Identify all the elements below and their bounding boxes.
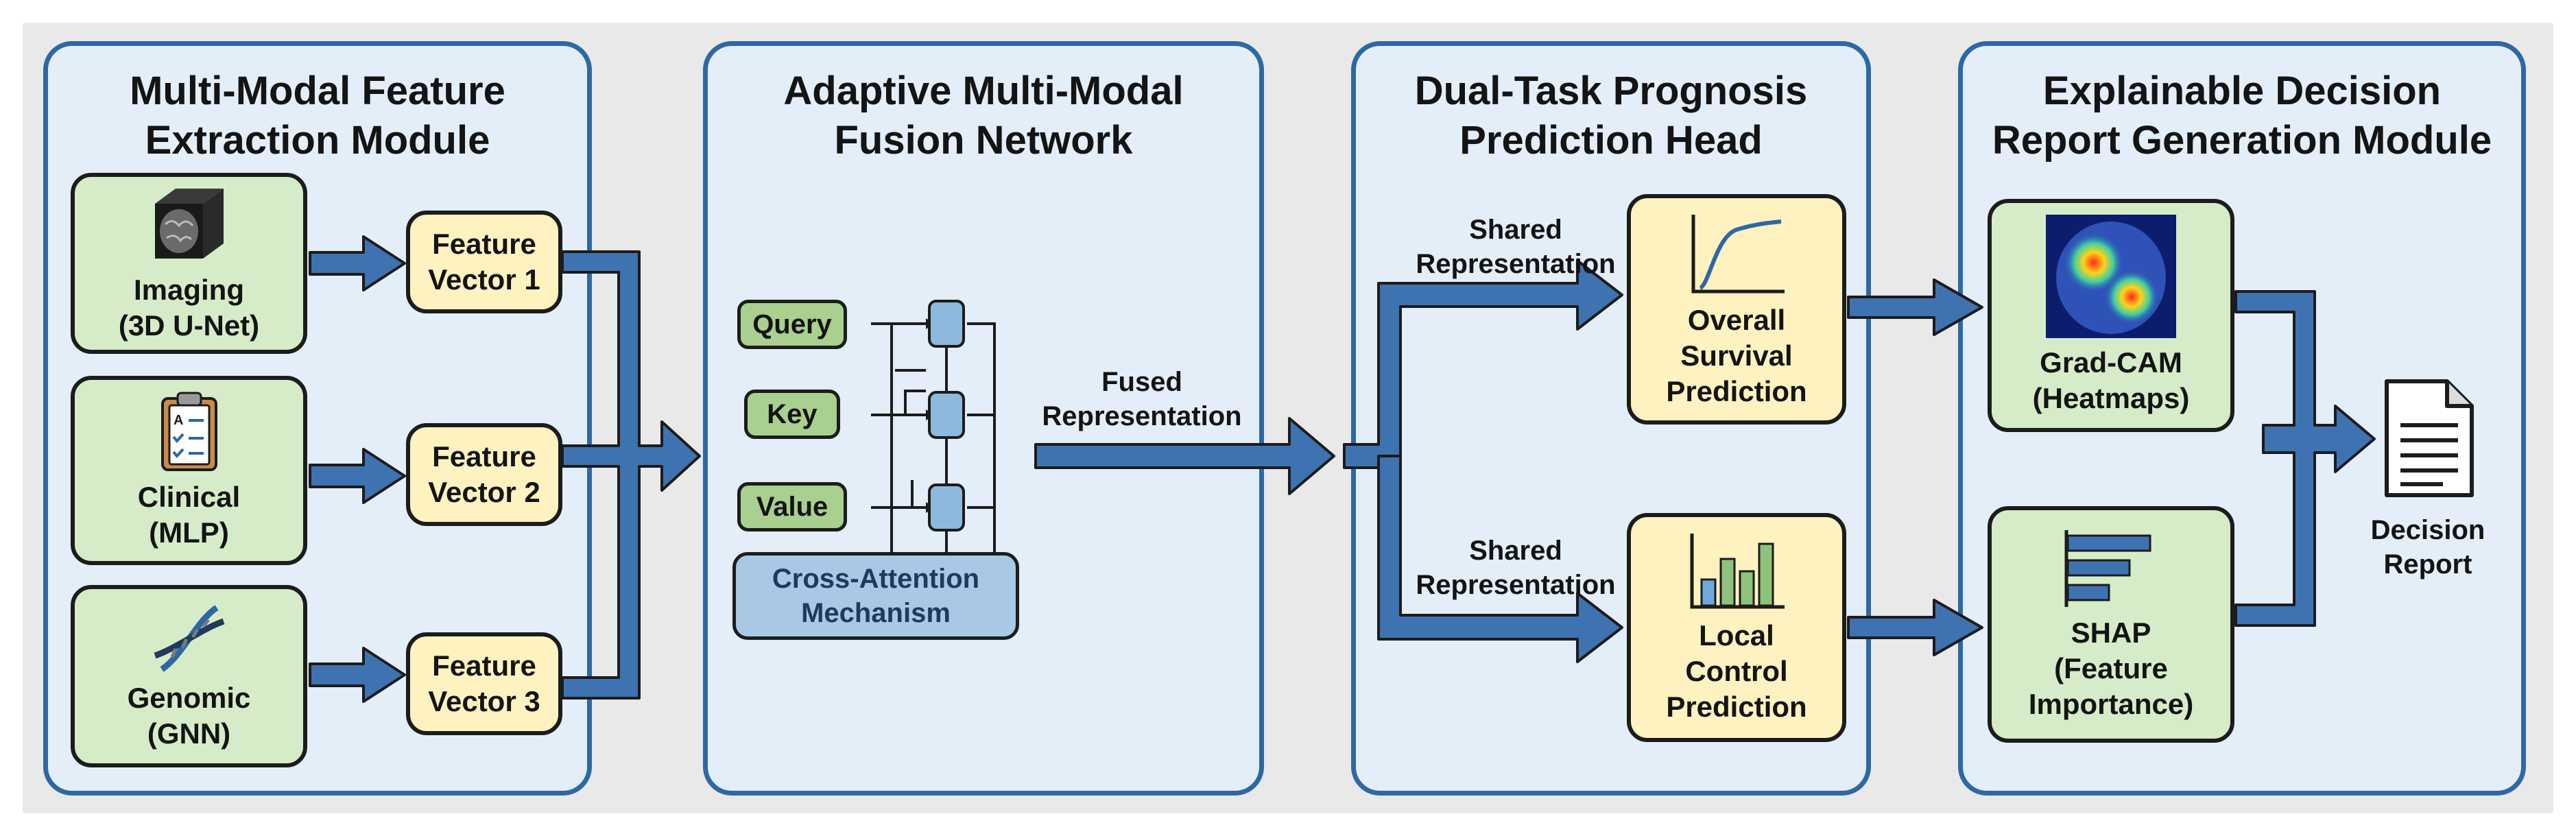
arrow-imaging-to-feature1: [309, 235, 406, 291]
gradcam-label: Grad-CAM (Heatmaps): [2032, 346, 2190, 414]
survival-curve-icon: [1691, 215, 1785, 294]
decision-report-label: Decision Report: [2370, 515, 2485, 580]
heatmap-brain-icon: [2046, 215, 2176, 338]
attention-cell-2: [928, 391, 965, 439]
cross-attention-box: Cross-Attention Mechanism: [732, 552, 1019, 640]
arrow-clinical-to-feature2: [309, 448, 406, 504]
imaging-input-label: Imaging (3D U-Net): [118, 274, 260, 342]
feature-vector-1-label: Feature Vector 1: [428, 228, 540, 296]
overall-survival-box: Overall Survival Prediction: [1627, 194, 1846, 425]
feature-vector-3-label: Feature Vector 3: [428, 649, 540, 717]
feature-importance-bars-icon: [2064, 529, 2151, 607]
shared-representation-label-bottom: Shared Representation: [1416, 536, 1616, 600]
arrow-genomic-to-feature3: [309, 647, 406, 703]
clinical-input-box: A Clinical (MLP): [71, 376, 307, 565]
panel-title-report: Explainable Decision Report Generation M…: [1992, 69, 2492, 163]
feature-vector-2-box: Feature Vector 2: [406, 423, 562, 526]
shap-label: SHAP (Feature Importance): [2028, 616, 2194, 720]
local-control-box: Local Control Prediction: [1627, 513, 1846, 742]
attention-cell-1: [928, 300, 965, 348]
overall-survival-label: Overall Survival Prediction: [1666, 304, 1807, 407]
panel-title-prognosis: Dual-Task Prognosis Prediction Head: [1414, 69, 1808, 163]
arrow-fused-representation: [1034, 417, 1335, 495]
gradcam-box: Grad-CAM (Heatmaps): [1988, 199, 2234, 432]
panel-title-fusion: Adaptive Multi-Modal Fusion Network: [783, 69, 1184, 163]
arrow-feature-merge-bus: [561, 250, 701, 700]
arrow-report-merge: [2234, 290, 2376, 627]
clinical-input-label: Clinical (MLP): [137, 481, 241, 549]
local-control-label: Local Control Prediction: [1666, 619, 1807, 723]
dna-helix-icon: [153, 605, 225, 672]
shap-box: SHAP (Feature Importance): [1988, 506, 2234, 743]
clipboard-checklist-icon: A: [160, 392, 217, 471]
feature-vector-2-label: Feature Vector 2: [428, 440, 540, 508]
genomic-input-box: Genomic (GNN): [71, 585, 307, 767]
svg-text:A: A: [174, 413, 183, 428]
panel-fusion-network: Adaptive Multi-Modal Fusion Network: [703, 41, 1264, 796]
document-icon: [2385, 379, 2474, 497]
query-box: Query: [737, 300, 847, 349]
feature-vector-1-box: Feature Vector 1: [406, 211, 562, 313]
arrow-survival-to-gradcam: [1847, 278, 1983, 336]
panel-title-extraction: Multi-Modal Feature Extraction Module: [130, 69, 505, 163]
imaging-input-box: Imaging (3D U-Net): [71, 173, 307, 354]
shared-representation-label-top: Shared Representation: [1416, 215, 1616, 279]
attention-cell-3: [928, 483, 965, 532]
value-box: Value: [737, 482, 847, 532]
arrow-split-to-local: [1377, 455, 1623, 663]
arrow-local-to-shap: [1847, 599, 1983, 656]
fused-representation-label: Fused Representation: [1042, 367, 1242, 431]
bar-chart-icon: [1690, 534, 1785, 609]
genomic-input-label: Genomic (GNN): [127, 682, 251, 750]
feature-vector-3-box: Feature Vector 3: [406, 632, 562, 735]
key-box: Key: [744, 390, 840, 439]
brain-mri-cube-icon: [154, 189, 224, 259]
